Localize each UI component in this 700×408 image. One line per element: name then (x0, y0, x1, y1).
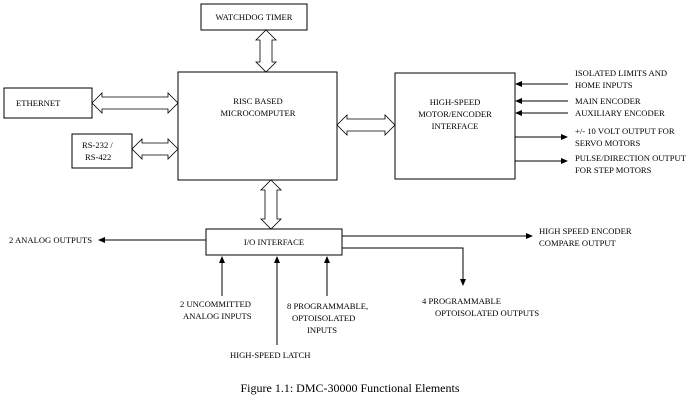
hs-compare-label-line2: COMPARE OUTPUT (539, 238, 617, 248)
watchdog-timer-label: WATCHDOG TIMER (216, 12, 293, 22)
ethernet-block: ETHERNET (3, 87, 93, 119)
programmable-outputs-label-line1: 4 PROGRAMMABLE (422, 296, 501, 306)
servo-output-label-line1: +/- 10 VOLT OUTPUT FOR (575, 126, 675, 136)
rs422-label: RS-422 (85, 152, 111, 162)
high-speed-latch-label: HIGH-SPEED LATCH (230, 350, 310, 360)
auxiliary-encoder-signal: AUXILIARY ENCODER (515, 108, 665, 118)
programmable-outputs-signal: 4 PROGRAMMABLE OPTOISOLATED OUTPUTS (342, 247, 539, 318)
step-output-label-line1: PULSE/DIRECTION OUTPUT (575, 153, 687, 163)
main-encoder-label: MAIN ENCODER (575, 96, 641, 106)
main-encoder-signal: MAIN ENCODER (515, 96, 641, 106)
isolated-limits-signal: ISOLATED LIMITS AND HOME INPUTS (515, 68, 667, 90)
io-interface-block: I/O INTERFACE (205, 228, 343, 256)
watchdog-bus-arrow (255, 29, 277, 73)
analog-outputs-signal: 2 ANALOG OUTPUTS (9, 235, 206, 245)
step-output-label-line2: FOR STEP MOTORS (575, 165, 652, 175)
uncommitted-label-line1: 2 UNCOMMITTED (180, 299, 251, 309)
auxiliary-encoder-label: AUXILIARY ENCODER (575, 108, 665, 118)
programmable-inputs-label-line3: INPUTS (307, 325, 337, 335)
rs232-label: RS-232 / (82, 140, 113, 150)
programmable-inputs-label-line2: OPTOISOLATED (292, 313, 355, 323)
rs232-rs422-block: RS-232 / RS-422 (71, 133, 133, 169)
motor-bus-arrow (336, 114, 396, 136)
hs-compare-label-line1: HIGH SPEED ENCODER (539, 226, 632, 236)
risc-microcomputer-block: RISC BASED MICROCOMPUTER (177, 71, 338, 181)
watchdog-timer-block: WATCHDOG TIMER (200, 3, 308, 31)
programmable-inputs-label-line1: 8 PROGRAMMABLE, (287, 301, 368, 311)
risc-label-line1: RISC BASED (233, 96, 282, 106)
io-interface-label: I/O INTERFACE (244, 237, 304, 247)
uncommitted-label-line2: ANALOG INPUTS (183, 311, 252, 321)
servo-output-label-line2: SERVO MOTORS (575, 138, 641, 148)
hs-compare-output-signal: HIGH SPEED ENCODER COMPARE OUTPUT (342, 226, 632, 248)
high-speed-latch-signal: HIGH-SPEED LATCH (230, 256, 310, 360)
programmable-inputs-signal: 8 PROGRAMMABLE, OPTOISOLATED INPUTS (287, 256, 368, 335)
ethernet-bus-arrow (91, 92, 179, 114)
motor-label-line3: INTERFACE (432, 121, 479, 131)
uncommitted-analog-inputs-signal: 2 UNCOMMITTED ANALOG INPUTS (180, 256, 252, 321)
motor-label-line1: HIGH-SPEED (430, 97, 481, 107)
servo-output-signal: +/- 10 VOLT OUTPUT FOR SERVO MOTORS (515, 126, 675, 148)
isolated-limits-label-line1: ISOLATED LIMITS AND (575, 68, 667, 78)
rs232-bus-arrow (131, 138, 179, 160)
motor-label-line2: MOTOR/ENCODER (418, 109, 492, 119)
isolated-limits-label-line2: HOME INPUTS (575, 80, 633, 90)
ethernet-label: ETHERNET (16, 98, 61, 108)
io-bus-arrow (260, 179, 282, 230)
analog-outputs-label: 2 ANALOG OUTPUTS (9, 235, 92, 245)
figure-caption: Figure 1.1: DMC-30000 Functional Element… (241, 381, 460, 395)
risc-label-line2: MICROCOMPUTER (221, 108, 296, 118)
motor-encoder-interface-block: HIGH-SPEED MOTOR/ENCODER INTERFACE (394, 72, 516, 180)
programmable-outputs-label-line2: OPTOISOLATED OUTPUTS (435, 308, 539, 318)
step-output-signal: PULSE/DIRECTION OUTPUT FOR STEP MOTORS (515, 153, 687, 175)
